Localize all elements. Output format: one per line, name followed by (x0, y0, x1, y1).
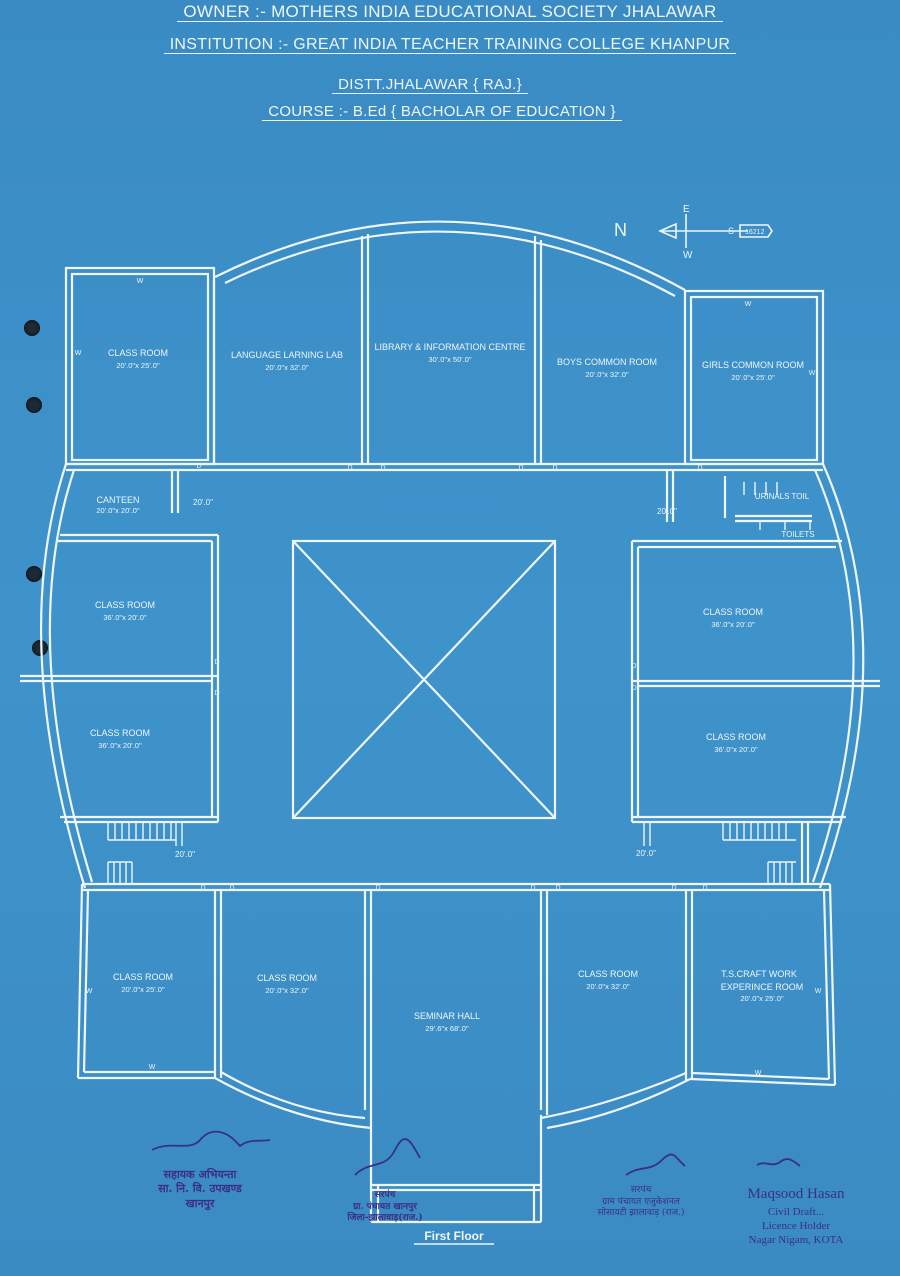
north-arc-wall (214, 220, 686, 291)
door-mark: D (702, 885, 707, 892)
svg-text:29'.6"x 68'.0": 29'.6"x 68'.0" (425, 1024, 469, 1033)
signature-sarpanch (354, 1138, 421, 1176)
svg-text:20'.0"x 25'.0": 20'.0"x 25'.0" (740, 994, 784, 1003)
door-mark: D (697, 465, 702, 472)
svg-text:20'.0"x 32'.0": 20'.0"x 32'.0" (585, 370, 629, 379)
room-canteen-name: CANTEEN (96, 495, 139, 505)
door-mark: D (214, 690, 219, 697)
door-mark: D (555, 885, 560, 892)
window-mark: W (137, 278, 144, 285)
owner-line: OWNER :- MOTHERS INDIA EDUCATIONAL SOCIE… (0, 2, 900, 22)
door-mark: D (200, 885, 205, 892)
window-mark: W (755, 1070, 762, 1077)
svg-text:36'.0"x 20'.0": 36'.0"x 20'.0" (103, 613, 147, 622)
svg-text:E: E (683, 204, 690, 215)
room-class-e1-name: CLASS ROOM (703, 607, 763, 617)
svg-text:20'.0"x 32'.0": 20'.0"x 32'.0" (265, 363, 309, 372)
svg-text:36'.0"x 20'.0": 36'.0"x 20'.0" (711, 620, 755, 629)
svg-text:EXPERINCE ROOM: EXPERINCE ROOM (721, 982, 804, 992)
svg-text:W: W (683, 250, 693, 261)
svg-text:20'.0"x 25'.0": 20'.0"x 25'.0" (731, 373, 775, 382)
window-mark: W (809, 370, 816, 377)
room-class-s4-name: CLASS ROOM (578, 969, 638, 979)
window-mark: W (815, 988, 822, 995)
punch-hole (32, 640, 48, 656)
room-class-nw-name: CLASS ROOM (108, 348, 168, 358)
district-line: DISTT.JHALAWAR { RAJ.} (0, 76, 880, 94)
south-arc-wall (214, 1077, 372, 1130)
room-language-lab-name: LANGUAGE LARNING LAB (231, 350, 343, 360)
stamp-sarpanch: सरपंच ग्रा. पंचायत खानपुर जिला-झालावाड़(… (347, 1190, 423, 1224)
north-arrow-compass (658, 214, 773, 248)
door-mark: D (196, 463, 201, 470)
room-class-w1-name: CLASS ROOM (95, 600, 155, 610)
corridor-width-label: 20'.0" (175, 850, 195, 859)
door-mark: D (631, 685, 636, 692)
svg-text:20'.0"x 25'.0": 20'.0"x 25'.0" (116, 361, 160, 370)
urinals-label: URINALS TOIL (755, 492, 810, 501)
punch-hole (26, 397, 42, 413)
signature-center (625, 1153, 686, 1176)
svg-text:16212: 16212 (745, 229, 765, 236)
north-label: N (614, 220, 627, 240)
stamp-architect: Maqsood Hasan Civil Draft... Licence Hol… (747, 1186, 845, 1247)
door-mark: D (375, 885, 380, 892)
room-class-sw-name: CLASS ROOM (113, 972, 173, 982)
door-mark: D (214, 659, 219, 666)
east-arc-wall (818, 463, 865, 889)
courtyard (291, 539, 557, 820)
svg-text:20'.0"x 20'.0": 20'.0"x 20'.0" (96, 506, 140, 515)
window-mark: W (745, 301, 752, 308)
room-craft-name: T.S.CRAFT WORK (721, 969, 797, 979)
institution-line: INSTITUTION :- GREAT INDIA TEACHER TRAIN… (0, 36, 900, 54)
door-mark: D (380, 465, 385, 472)
svg-text:20'.0"x 32'.0": 20'.0"x 32'.0" (586, 982, 630, 991)
room-seminar-hall-name: SEMINAR HALL (414, 1011, 480, 1021)
corridor-width-label: 20'.0" (636, 849, 656, 858)
floor-label: First Floor (424, 1229, 484, 1243)
window-mark: W (75, 350, 82, 357)
svg-text:36'.0"x 20'.0": 36'.0"x 20'.0" (714, 745, 758, 754)
door-mark: D (518, 465, 523, 472)
room-boys-common-name: BOYS COMMON ROOM (557, 357, 657, 367)
course-line: COURSE :- B.Ed { BACHOLAR OF EDUCATION } (0, 103, 892, 121)
room-class-w2-name: CLASS ROOM (90, 728, 150, 738)
room-class-s2-name: CLASS ROOM (257, 973, 317, 983)
corridor-width-label: 20'.0" (657, 507, 677, 516)
corridor-width-label: 20'.0" (193, 498, 213, 507)
stamp-assistant-engineer: सहायक अभियन्ता सा. नि. वि. उपखण्ड खानपुर (158, 1168, 242, 1210)
door-mark: D (347, 465, 352, 472)
punch-hole (26, 566, 42, 582)
door-mark: D (631, 663, 636, 670)
door-mark: D (552, 465, 557, 472)
room-class-e2-name: CLASS ROOM (706, 732, 766, 742)
svg-text:30'.0"x 50'.0": 30'.0"x 50'.0" (428, 355, 472, 364)
signature-architect (756, 1158, 801, 1167)
toilets-label: TOILETS (781, 530, 814, 539)
door-mark: D (530, 885, 535, 892)
door-mark: D (671, 885, 676, 892)
room-library-name: LIBRARY & INFORMATION CENTRE (374, 342, 525, 352)
svg-text:S: S (728, 226, 734, 236)
svg-text:20'.0"x 32'.0": 20'.0"x 32'.0" (265, 986, 309, 995)
punch-hole (24, 320, 40, 336)
door-mark: D (229, 885, 234, 892)
window-mark: W (86, 988, 93, 995)
svg-text:20'.0"x 25'.0": 20'.0"x 25'.0" (121, 985, 165, 994)
stamp-center: सरपंच ग्राम पंचायत एजुकेशनल सोसायटी झाला… (597, 1185, 685, 1219)
signature-asst-engineer (151, 1130, 271, 1151)
svg-text:36'.0"x 20'.0": 36'.0"x 20'.0" (98, 741, 142, 750)
window-mark: W (149, 1064, 156, 1071)
room-girls-common-name: GIRLS COMMON ROOM (702, 360, 804, 370)
